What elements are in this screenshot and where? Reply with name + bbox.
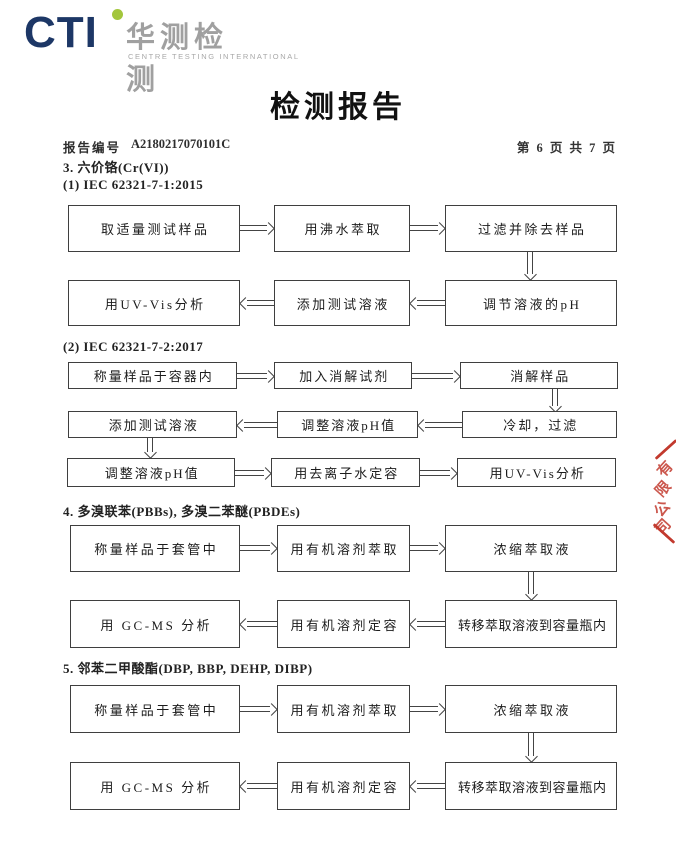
flow-step: 浓缩萃取液 [445,685,617,733]
arrow-left-icon [417,418,462,432]
arrow-left-icon [409,296,445,310]
flow-step: 调整溶液pH值 [67,458,235,487]
section-4-heading: 4. 多溴联苯(PBBs), 多溴二苯醚(PBDEs) [63,504,301,519]
arrow-right-icon [240,541,278,555]
flow-step: 加入消解试剂 [274,362,412,389]
page-indicator: 第 6 页 共 7 页 [516,141,617,155]
company-name-english: CENTRE TESTING INTERNATIONAL [128,52,300,61]
flow-step: 添加测试溶液 [274,280,410,326]
seal-arc-icon [654,439,676,460]
flow-step: 取适量测试样品 [68,205,240,252]
seal-char: 有 [654,458,676,481]
arrow-right-icon [410,702,446,716]
arrow-right-icon [235,466,272,480]
arrow-right-icon [237,369,275,383]
flow-step: 用去离子水定容 [271,458,420,487]
arrow-down-icon [548,389,562,413]
flow-step: 用 GC-MS 分析 [70,600,240,648]
flow-step: 称量样品于容器内 [68,362,237,389]
flow-step: 用有机溶剂萃取 [277,525,410,572]
arrow-down-icon [143,438,157,459]
flow-step: 调整溶液pH值 [277,411,418,438]
flow-step: 用有机溶剂萃取 [277,685,410,733]
company-name-chinese: 华测检测 [126,22,229,96]
report-title: 检测报告 [270,91,406,124]
flow-step: 称量样品于套管中 [70,685,240,733]
arrow-left-icon [239,296,274,310]
flow-step: 用沸水萃取 [274,205,410,252]
arrow-left-icon [239,617,277,631]
arrow-down-icon [524,733,538,763]
flow-step: 消解样品 [460,362,618,389]
arrow-right-icon [410,221,446,235]
flow-step: 过滤并除去样品 [445,205,617,252]
flow-step: 转移萃取溶液到容量瓶内 [445,762,617,810]
arrow-right-icon [240,702,278,716]
section-5-heading: 5. 邻苯二甲酸酯(DBP, BBP, DEHP, DIBP) [63,661,313,676]
cti-logo-text: CTI [24,8,98,57]
seal-char: 限 [652,478,675,501]
arrow-left-icon [409,617,445,631]
flow-step: 浓缩萃取液 [445,525,617,572]
arrow-down-icon [524,572,538,601]
arrow-right-icon [410,541,446,555]
arrow-down-icon [523,252,537,281]
flow-step: 用有机溶剂定容 [277,600,410,648]
arrow-right-icon [420,466,458,480]
arrow-left-icon [239,779,277,793]
cti-logo-green-dot-icon [112,9,123,20]
report-no-label: 报告编号 [63,141,122,155]
cti-logo: CTI 华测检测 CENTRE TESTING INTERNATIONAL [24,6,298,96]
section-3-heading: 3. 六价铬(Cr(VI)) [63,160,169,175]
flow-step: 添加测试溶液 [68,411,237,438]
flow-step: 用UV-Vis分析 [68,280,240,326]
flow-step: 用有机溶剂定容 [277,762,410,810]
edge-seal-stamp: 有 限 公 司 [644,436,676,554]
arrow-right-icon [240,221,275,235]
flow-step: 用UV-Vis分析 [457,458,616,487]
flow-step: 用 GC-MS 分析 [70,762,240,810]
method-2-heading: (2) IEC 62321-7-2:2017 [63,339,204,354]
arrow-left-icon [236,418,277,432]
report-no-value: A2180217070101C [131,137,231,151]
flow-step: 称量样品于套管中 [70,525,240,572]
method-1-heading: (1) IEC 62321-7-1:2015 [63,177,204,192]
flow-step: 调节溶液的pH [445,280,617,326]
flow-step: 冷却，过滤 [462,411,617,438]
flow-step: 转移萃取溶液到容量瓶内 [445,600,617,648]
arrow-left-icon [409,779,445,793]
arrow-right-icon [412,369,461,383]
